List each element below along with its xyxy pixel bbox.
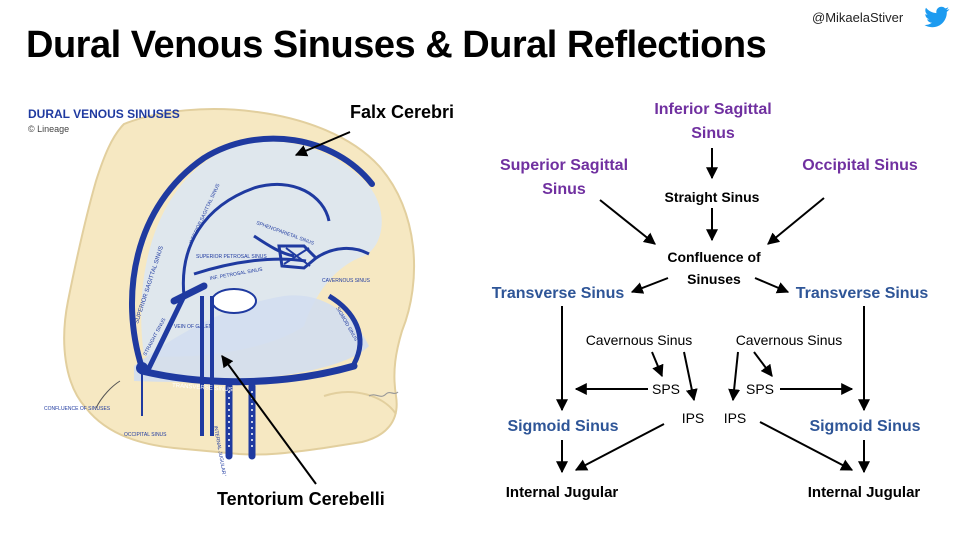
ill-label-occipital: OCCIPITAL SINUS (124, 432, 167, 438)
author-handle[interactable]: @MikaelaStiver (812, 10, 904, 25)
flow-sps-right: SPS (745, 381, 774, 397)
arrow-right-cavernous-to-sps (753, 351, 773, 377)
arrow-confluence-to-left-transverse (630, 277, 669, 294)
dural-sinus-illustration: DURAL VENOUS SINUSES © Lineage SUPERIOR … (28, 107, 415, 476)
flow-cavernous-sinus-right: Cavernous Sinus (735, 332, 843, 348)
arrow-tentorium (221, 355, 317, 485)
flow-internal-jugular-right: Internal Jugular (807, 484, 921, 501)
arrow-right-cavernous-to-ips (728, 351, 741, 402)
falx-cerebri-label: Falx Cerebri (350, 102, 455, 122)
arrow-left-ips-to-jugular (574, 423, 665, 471)
flow-straight-sinus: Straight Sinus (664, 189, 760, 205)
superior-sagittal-sinus (129, 135, 375, 371)
arrow-confluence-to-right-transverse (754, 277, 790, 294)
flow-superior-sagittal-sinus: Superior Sagittal Sinus (499, 157, 629, 198)
ill-label-vein-of-galen: VEIN OF GALEN (174, 324, 213, 330)
flow-sps-left: SPS (651, 381, 680, 397)
arrow-falx (294, 131, 351, 157)
flow-sigmoid-sinus-left: Sigmoid Sinus (507, 418, 619, 435)
flow-cavernous-sinus-left: Cavernous Sinus (585, 332, 693, 348)
illustration-heading: DURAL VENOUS SINUSES (28, 107, 180, 121)
arrow-left-cavernous-to-ips (683, 351, 698, 402)
tentorium-shape (134, 295, 369, 382)
ill-label-superior-petrosal: SUPERIOR PETROSAL SINUS (196, 254, 267, 260)
arrow-right-ips-to-jugular (759, 421, 854, 471)
ill-label-confluence: CONFLUENCE OF SINUSES (44, 406, 111, 412)
flow-occipital-sinus: Occipital Sinus (802, 157, 918, 174)
flow-transverse-sinus-left: Transverse Sinus (491, 285, 625, 302)
arrow-left-cavernous-to-sps (651, 351, 664, 378)
flow-confluence-of-sinuses: Confluence of Sinuses (667, 249, 761, 287)
flow-sigmoid-sinus-right: Sigmoid Sinus (809, 418, 921, 435)
flow-ips-left: IPS (681, 410, 705, 426)
twitter-bird-icon[interactable] (924, 6, 950, 28)
flow-ips-right: IPS (723, 410, 747, 426)
arrow-superior-to-confluence (599, 199, 656, 245)
tentorium-cerebelli-label: Tentorium Cerebelli (217, 489, 385, 509)
page-title: Dural Venous Sinuses & Dural Reflections (26, 24, 767, 66)
illustration-credit: © Lineage (28, 124, 69, 134)
flow-transverse-sinus-right: Transverse Sinus (795, 285, 929, 302)
ill-label-cavernous: CAVERNOUS SINUS (322, 278, 371, 284)
flow-inferior-sagittal-sinus: Inferior Sagittal Sinus (654, 101, 772, 142)
ill-label-transverse: TRANSVERSE SINUS (172, 383, 233, 393)
arrow-occipital-to-confluence (767, 197, 825, 245)
flow-internal-jugular-left: Internal Jugular (505, 484, 619, 501)
